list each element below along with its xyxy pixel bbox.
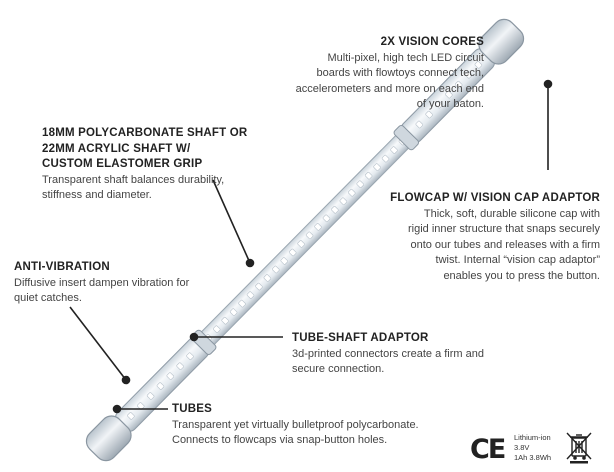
- battery-spec-line: Lithium-ion: [514, 433, 551, 442]
- ce-mark: CE: [470, 434, 506, 465]
- callout-body-line: Diffusive insert dampen vibration for: [14, 276, 190, 289]
- callout-body-line: secure connection.: [292, 363, 385, 375]
- callout-body-line: Connects to flowcaps via snap-button hol…: [172, 434, 388, 446]
- callout-body-line: of your baton.: [416, 98, 484, 110]
- callout-title: 18mm POLYCARBONATE SHAFT OR 22mm ACRYLIC…: [42, 127, 248, 170]
- callout-tubes: TUBES Transparent yet virtually bulletpr…: [172, 402, 464, 449]
- callout-body-line: Multi-pixel, high tech LED circuit: [327, 51, 484, 64]
- tube-shaft-adaptor-upper: [393, 124, 420, 151]
- led-strip: [204, 137, 407, 342]
- callout-anti-vibration: ANTI-VIBRATION Diffusive insert dampen v…: [14, 260, 234, 307]
- callout-title: 2x VISION CORES: [380, 36, 484, 48]
- callout-body-line: accelerometers and more on each end: [295, 82, 484, 95]
- callout-body-line: rigid inner structure that snaps securel…: [408, 223, 600, 235]
- callout-body-line: quiet catches.: [14, 292, 82, 304]
- callout-body-line: Thick, soft, durable silicone cap with: [423, 207, 600, 220]
- callout-title: TUBE-SHAFT ADAPTOR: [292, 332, 429, 344]
- callout-tube-shaft-adaptor: TUBE-SHAFT ADAPTOR 3d-printed connectors…: [292, 331, 532, 378]
- callout-body-line: stiffness and diameter.: [42, 189, 152, 201]
- flowcap-upper: [478, 18, 525, 65]
- callout-body-line: 3d-printed connectors create a firm and: [292, 347, 484, 360]
- callout-title: TUBES: [172, 403, 212, 415]
- callout-body-line: Transparent shaft balances durability,: [42, 173, 225, 186]
- crossed-out-wheelie-bin-icon: [566, 432, 592, 464]
- callout-title: FLOWCAP w/ VISION CAP ADAPTOR: [390, 192, 600, 204]
- flowcap-lower: [85, 415, 132, 462]
- callout-body-line: twist. Internal “vision cap adaptor”: [435, 254, 600, 266]
- callout-shaft: 18mm POLYCARBONATE SHAFT OR 22mm ACRYLIC…: [42, 126, 282, 204]
- callout-body-line: boards with flowtoys connect tech,: [316, 67, 484, 79]
- callout-body-line: onto our tubes and releases with a firm: [410, 238, 600, 251]
- callout-body-line: enables you to press the button.: [443, 269, 600, 282]
- callout-title: ANTI-VIBRATION: [14, 261, 110, 273]
- battery-spec: Lithium-ion 3.8V 1Ah 3.8Wh: [514, 433, 551, 463]
- callout-body-line: Transparent yet virtually bulletproof po…: [172, 418, 419, 431]
- battery-spec-line: 3.8V: [514, 443, 530, 452]
- leader-line-shaft: [212, 179, 251, 264]
- battery-spec-line: 1Ah 3.8Wh: [514, 453, 552, 462]
- callout-vision-cores: 2x VISION CORES Multi-pixel, high tech L…: [236, 35, 484, 113]
- callout-flowcap: FLOWCAP w/ VISION CAP ADAPTOR Thick, sof…: [364, 191, 600, 284]
- leader-line-anti-vibration: [69, 306, 127, 381]
